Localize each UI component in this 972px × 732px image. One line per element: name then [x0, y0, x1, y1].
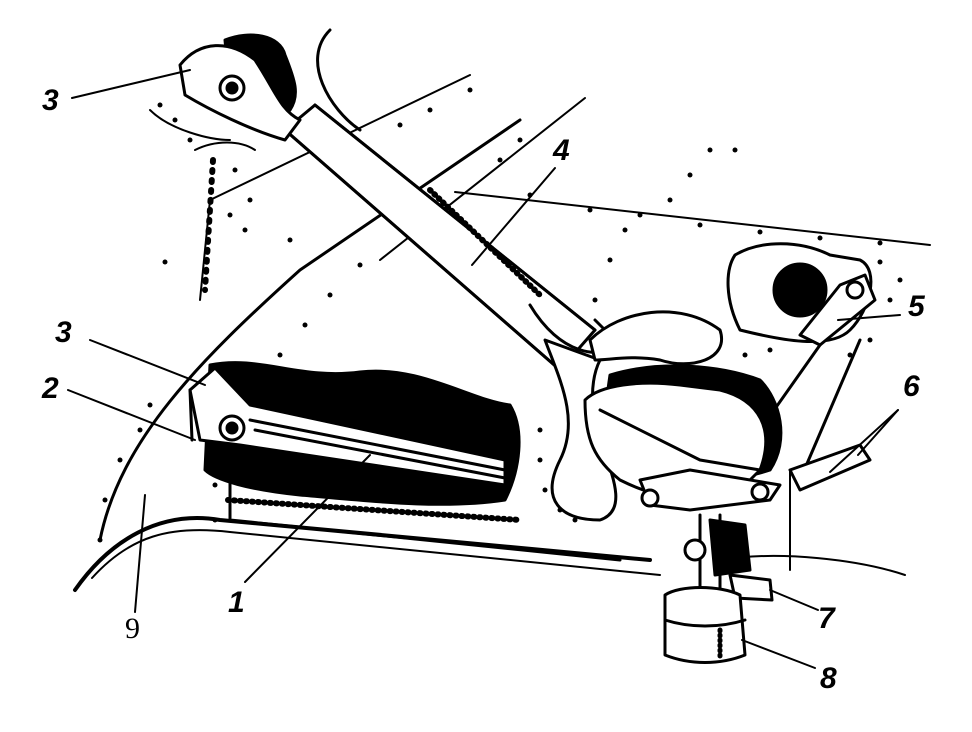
callout-1: 1: [228, 586, 245, 619]
hinge-bracket: [188, 366, 622, 562]
callout-7: 7: [818, 602, 835, 635]
callout-6: 6: [903, 370, 920, 403]
leader-6a: [857, 409, 899, 456]
leader-5: [837, 314, 901, 321]
leader-7: [769, 589, 819, 611]
callout-2: 2: [42, 372, 59, 405]
leader-1: [244, 454, 371, 583]
callout-5: 5: [908, 290, 925, 323]
callout-3-top: 3: [42, 84, 59, 117]
leader-3-bottom: [89, 339, 206, 386]
callout-8: 8: [820, 662, 837, 695]
upper-fitting: [149, 44, 302, 151]
leader-9: [134, 494, 146, 613]
leader-3-top: [71, 69, 191, 99]
leader-4: [471, 167, 556, 266]
callout-3-bottom: 3: [55, 316, 72, 349]
leader-lines: [67, 69, 901, 669]
leader-8: [741, 639, 816, 669]
leader-2: [67, 389, 196, 441]
damper-cylinder: [663, 586, 747, 664]
panel-outline: [73, 28, 931, 592]
leader-6b: [829, 409, 899, 473]
actuator-lock: [583, 242, 877, 602]
callout-4: 4: [553, 134, 570, 167]
callout-9: 9: [125, 612, 140, 645]
